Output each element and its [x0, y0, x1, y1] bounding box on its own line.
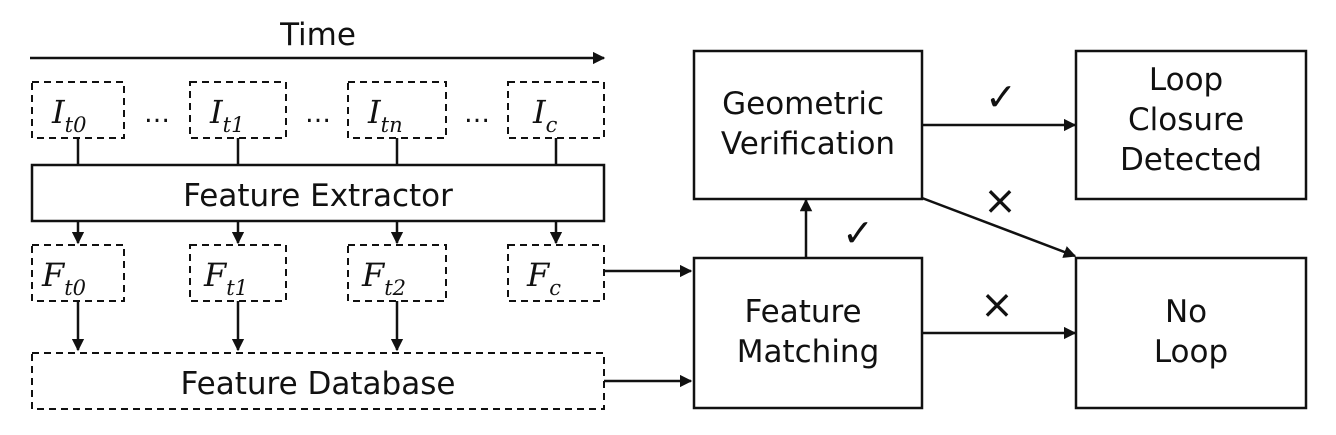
svg-text:Fc: Fc — [526, 256, 561, 300]
loop-closure-detected-box — [1074, 49, 1308, 201]
feature-extractor-label: Feature Extractor — [183, 178, 453, 214]
verify-check-mark: ✓ — [985, 75, 1017, 119]
svg-text:Ft1: Ft1 — [203, 256, 248, 300]
feature-database-box — [31, 352, 605, 410]
no-loop-box — [1074, 256, 1308, 410]
feature-database-label: Feature Database — [181, 366, 456, 402]
feature-box-c: Fc — [507, 244, 605, 302]
verify-cross-mark: × — [983, 178, 1017, 224]
feature-box-t1: Ft1 — [189, 244, 287, 302]
image-box-c: Ic — [507, 81, 605, 139]
verification-to-no-loop-arrow — [921, 196, 1077, 258]
loop-closure-detected-label: Loop Closure Detected — [1120, 62, 1262, 178]
svg-text:It0: It0 — [51, 93, 86, 137]
geometric-verification-box — [692, 49, 924, 201]
svg-text:Ft2: Ft2 — [361, 256, 406, 300]
ellipsis-2: … — [305, 99, 331, 129]
match-check-mark: ✓ — [842, 211, 874, 255]
feature-extractor-box — [30, 163, 606, 223]
ellipsis-1: … — [144, 99, 170, 129]
match-cross-mark: × — [980, 282, 1014, 328]
image-box-t1: It1 — [189, 81, 287, 139]
svg-text:Itn: Itn — [367, 93, 403, 137]
feature-box-t0: Ft0 — [31, 244, 125, 302]
feature-matching-box — [692, 256, 924, 410]
feature-box-t2: Ft2 — [347, 244, 447, 302]
geometric-verification-label: Geometric Verification — [721, 86, 895, 162]
image-box-tn: Itn — [347, 81, 447, 139]
time-label: Time — [279, 17, 356, 53]
svg-text:Ft0: Ft0 — [41, 256, 86, 300]
svg-text:It1: It1 — [209, 93, 244, 137]
no-loop-label: No Loop — [1154, 294, 1228, 370]
ellipsis-3: … — [464, 99, 490, 129]
image-box-t0: It0 — [31, 81, 125, 139]
svg-text:Ic: Ic — [532, 93, 558, 137]
feature-matching-label: Feature Matching — [737, 294, 880, 370]
